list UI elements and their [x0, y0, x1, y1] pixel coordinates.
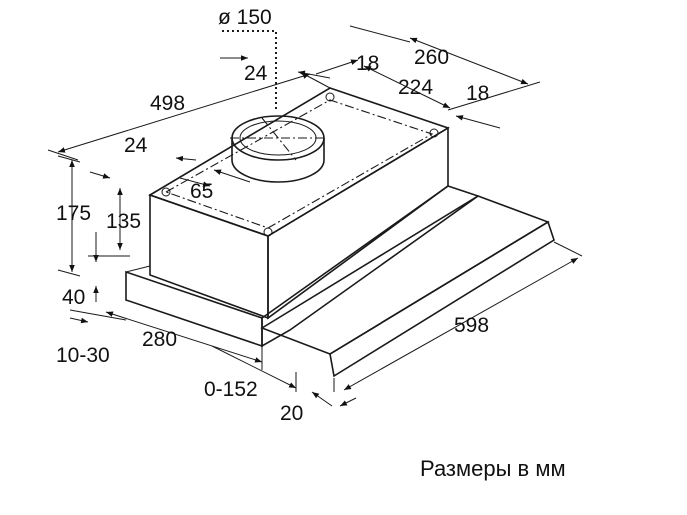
label-598: 598	[454, 314, 489, 337]
dimension-lines	[47, 25, 583, 407]
label-260: 260	[414, 46, 449, 69]
label-40: 40	[62, 286, 85, 309]
label-0-152: 0-152	[204, 378, 258, 401]
label-65: 65	[190, 180, 213, 203]
mount-hole-icon	[325, 92, 335, 102]
dimension-labels: ø 150 260 18 24 224 18 498 24 65 175 135…	[56, 6, 489, 425]
mount-hole-icon	[161, 187, 171, 197]
hood-body	[125, 87, 480, 348]
label-135: 135	[106, 210, 141, 233]
mount-hole-icon	[429, 128, 439, 138]
label-280: 280	[142, 328, 177, 351]
label-24-top: 24	[244, 62, 268, 85]
label-20: 20	[280, 402, 303, 425]
hood-base-side	[261, 185, 480, 348]
label-18-right: 18	[466, 82, 489, 105]
label-18-top: 18	[356, 52, 379, 75]
units-caption: Размеры в мм	[420, 456, 566, 481]
label-224: 224	[398, 76, 433, 99]
label-10-30: 10-30	[56, 344, 110, 367]
label-498: 498	[150, 92, 185, 115]
label-24-left: 24	[124, 134, 148, 157]
hood-side-face	[267, 126, 449, 320]
label-duct-diameter: ø 150	[218, 6, 272, 29]
drawer-top	[260, 195, 550, 355]
mount-hole-icon	[263, 227, 273, 237]
exhaust-collar	[230, 115, 326, 183]
label-175: 175	[56, 202, 91, 225]
hood-top-centerline	[164, 99, 434, 229]
